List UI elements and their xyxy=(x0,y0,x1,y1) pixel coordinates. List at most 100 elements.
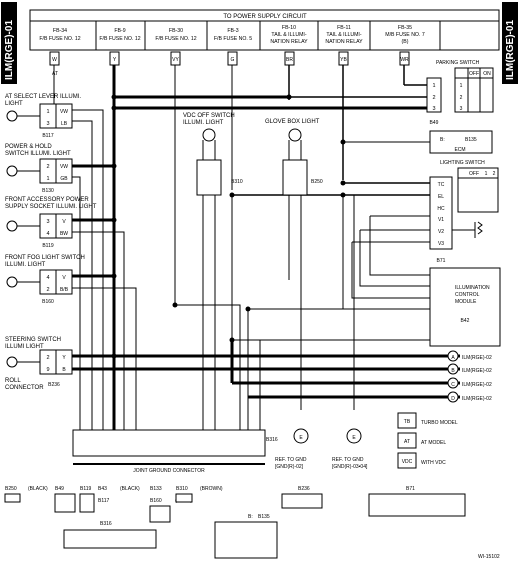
ecm-label: ECM xyxy=(454,147,465,153)
svg-text:B: B xyxy=(451,368,455,374)
output-b-ref: ILM(RGE)-02 xyxy=(462,368,492,374)
svg-text:B: B xyxy=(62,367,66,373)
fuse-6-line1: FB-11 xyxy=(337,25,351,31)
conn-b117: B117 xyxy=(42,133,54,139)
fuse-row: FB-34 F/B FUSE NO. 12 FB-9 F/B FUSE NO. … xyxy=(39,21,441,50)
svg-text:4: 4 xyxy=(46,275,49,281)
wire-tag-yb: YB xyxy=(340,57,347,63)
at-code-tag-top: AT xyxy=(52,71,58,77)
svg-text:LB: LB xyxy=(61,121,68,127)
power-header: TO POWER SUPPLY CIRCUIT xyxy=(223,14,307,20)
fuse-3-line1: FB-30 xyxy=(169,28,183,34)
fuse-4-line1: FB-3 xyxy=(227,28,238,34)
svg-text:ON: ON xyxy=(483,71,491,77)
svg-text:B135: B135 xyxy=(465,137,477,143)
svg-text:3: 3 xyxy=(46,219,49,225)
svg-text:BW: BW xyxy=(60,231,68,237)
legend-vdc: WITH VDC xyxy=(421,460,446,466)
ground-refs: E REF. TO GND [GND(R)-02] E REF. TO GND … xyxy=(275,428,368,470)
svg-text:V3: V3 xyxy=(438,241,444,247)
fuse-7-line3: (B) xyxy=(402,39,409,45)
svg-text:4: 4 xyxy=(46,231,49,237)
conn-b71: B71 xyxy=(437,258,446,264)
wire-tag-w: W xyxy=(52,57,57,63)
svg-text:1: 1 xyxy=(46,176,49,182)
fuse-2-line1: FB-9 xyxy=(114,28,125,34)
side-title-left-bar xyxy=(1,2,17,84)
svg-text:VW: VW xyxy=(60,109,68,115)
side-title-right-bar xyxy=(502,2,518,84)
svg-text:VW: VW xyxy=(60,164,68,170)
at-select-label2: LIGHT xyxy=(5,101,23,107)
fuse-7-line2: M/B FUSE NO. 7 xyxy=(385,32,425,38)
conn-b130: B130 xyxy=(42,188,54,194)
roll-label: ROLL xyxy=(5,378,21,384)
ground-ref1: REF. TO GND xyxy=(275,457,307,463)
fuse-5-line1: FB-10 xyxy=(282,25,296,31)
fuse-7-line1: FB-35 xyxy=(398,25,412,31)
front-acc-label: FRONT ACCESSORY POWER xyxy=(5,197,89,203)
header-wire-tags: W Y VY G BR YB WR AT xyxy=(49,51,410,77)
left-device-labels: AT SELECT LEVER ILLUMI. LIGHT POWER & HO… xyxy=(5,94,97,391)
ground-ref2b: [GND(R)-03•04] xyxy=(332,464,368,470)
svg-text:B160: B160 xyxy=(150,498,162,504)
svg-text:AT: AT xyxy=(404,439,410,445)
legend-turbo: TURBO MODEL xyxy=(421,420,458,426)
output-c-ref: ILM(RGE)-02 xyxy=(462,382,492,388)
wire-tag-wr: WR xyxy=(400,57,409,63)
fuse-5-line3: NATION RELAY xyxy=(270,39,308,45)
fuse-1-line2: F/B FUSE NO. 12 xyxy=(39,36,80,42)
fuse-6-line2: TAIL & ILLUMI- xyxy=(326,32,361,38)
svg-text:2: 2 xyxy=(432,95,435,101)
svg-text:V: V xyxy=(62,275,66,281)
fuse-4-line2: F/B FUSE NO. 5 xyxy=(214,36,252,42)
glove-box-label: GLOVE BOX LIGHT xyxy=(265,119,320,125)
svg-text:9: 9 xyxy=(46,367,49,373)
svg-text:TB: TB xyxy=(404,419,411,425)
roll-label2: CONNECTOR xyxy=(5,385,44,391)
svg-text:VDC: VDC xyxy=(402,459,413,465)
svg-text:3: 3 xyxy=(432,106,435,112)
svg-text:A: A xyxy=(451,355,455,361)
vdc-off-label2: ILLUMI. LIGHT xyxy=(183,120,224,126)
conn-b250: B250 xyxy=(311,179,323,185)
conn-b236: B236 xyxy=(48,382,60,388)
fuse-2-line2: F/B FUSE NO. 12 xyxy=(99,36,140,42)
illumination-module: ILLUMINATION CONTROL MODULE B42 xyxy=(429,267,501,347)
svg-text:B133: B133 xyxy=(150,486,162,492)
diagram-id: WI-15102 xyxy=(478,554,500,560)
svg-text:TC: TC xyxy=(438,182,445,188)
svg-text:ILLUMINATION: ILLUMINATION xyxy=(455,285,490,291)
svg-text:(BROWN): (BROWN) xyxy=(200,486,223,492)
output-d-ref: ILM(RGE)-02 xyxy=(462,396,492,402)
svg-text:B117: B117 xyxy=(98,498,110,504)
svg-text:B:: B: xyxy=(248,514,253,520)
svg-text:B43: B43 xyxy=(98,486,107,492)
svg-text:B71: B71 xyxy=(406,486,415,492)
steering-label: STEERING SWITCH xyxy=(5,337,61,343)
joint-ground-label: JOINT GROUND CONNECTOR xyxy=(133,468,205,474)
svg-text:MODULE: MODULE xyxy=(455,299,477,305)
front-acc-label2: SUPPLY SOCKET ILLUMI. LIGHT xyxy=(5,204,97,210)
conn-b49: B49 xyxy=(430,120,439,126)
joint-ground-connector: JOINT GROUND CONNECTOR B316 xyxy=(72,429,278,474)
svg-text:GB: GB xyxy=(60,176,68,182)
svg-text:3: 3 xyxy=(460,106,463,112)
conn-b310: B310 xyxy=(231,179,243,185)
conn-b316: B316 xyxy=(266,437,278,443)
lighting-switch: LIGHTING SWITCH TC EL HC V1 V2 V3 OFF 1 … xyxy=(429,160,499,264)
svg-text:(BLACK): (BLACK) xyxy=(120,486,140,492)
svg-text:B310: B310 xyxy=(176,486,188,492)
fuse-1-line1: FB-34 xyxy=(53,28,67,34)
power-hold-label: POWER & HOLD xyxy=(5,144,52,150)
steering-label2: ILLUMI LIGHT xyxy=(5,344,44,350)
svg-text:2: 2 xyxy=(46,164,49,170)
vdc-glove-devices: VDC OFF SWITCH ILLUMI. LIGHT GLOVE BOX L… xyxy=(183,113,323,196)
power-supply-box xyxy=(29,9,500,51)
output-a-ref: ILM(RGE)-02 xyxy=(462,355,492,361)
svg-text:B236: B236 xyxy=(298,486,310,492)
svg-text:2: 2 xyxy=(46,287,49,293)
legend-at: AT MODEL xyxy=(421,440,446,446)
lighting-switch-label: LIGHTING SWITCH xyxy=(440,160,485,166)
